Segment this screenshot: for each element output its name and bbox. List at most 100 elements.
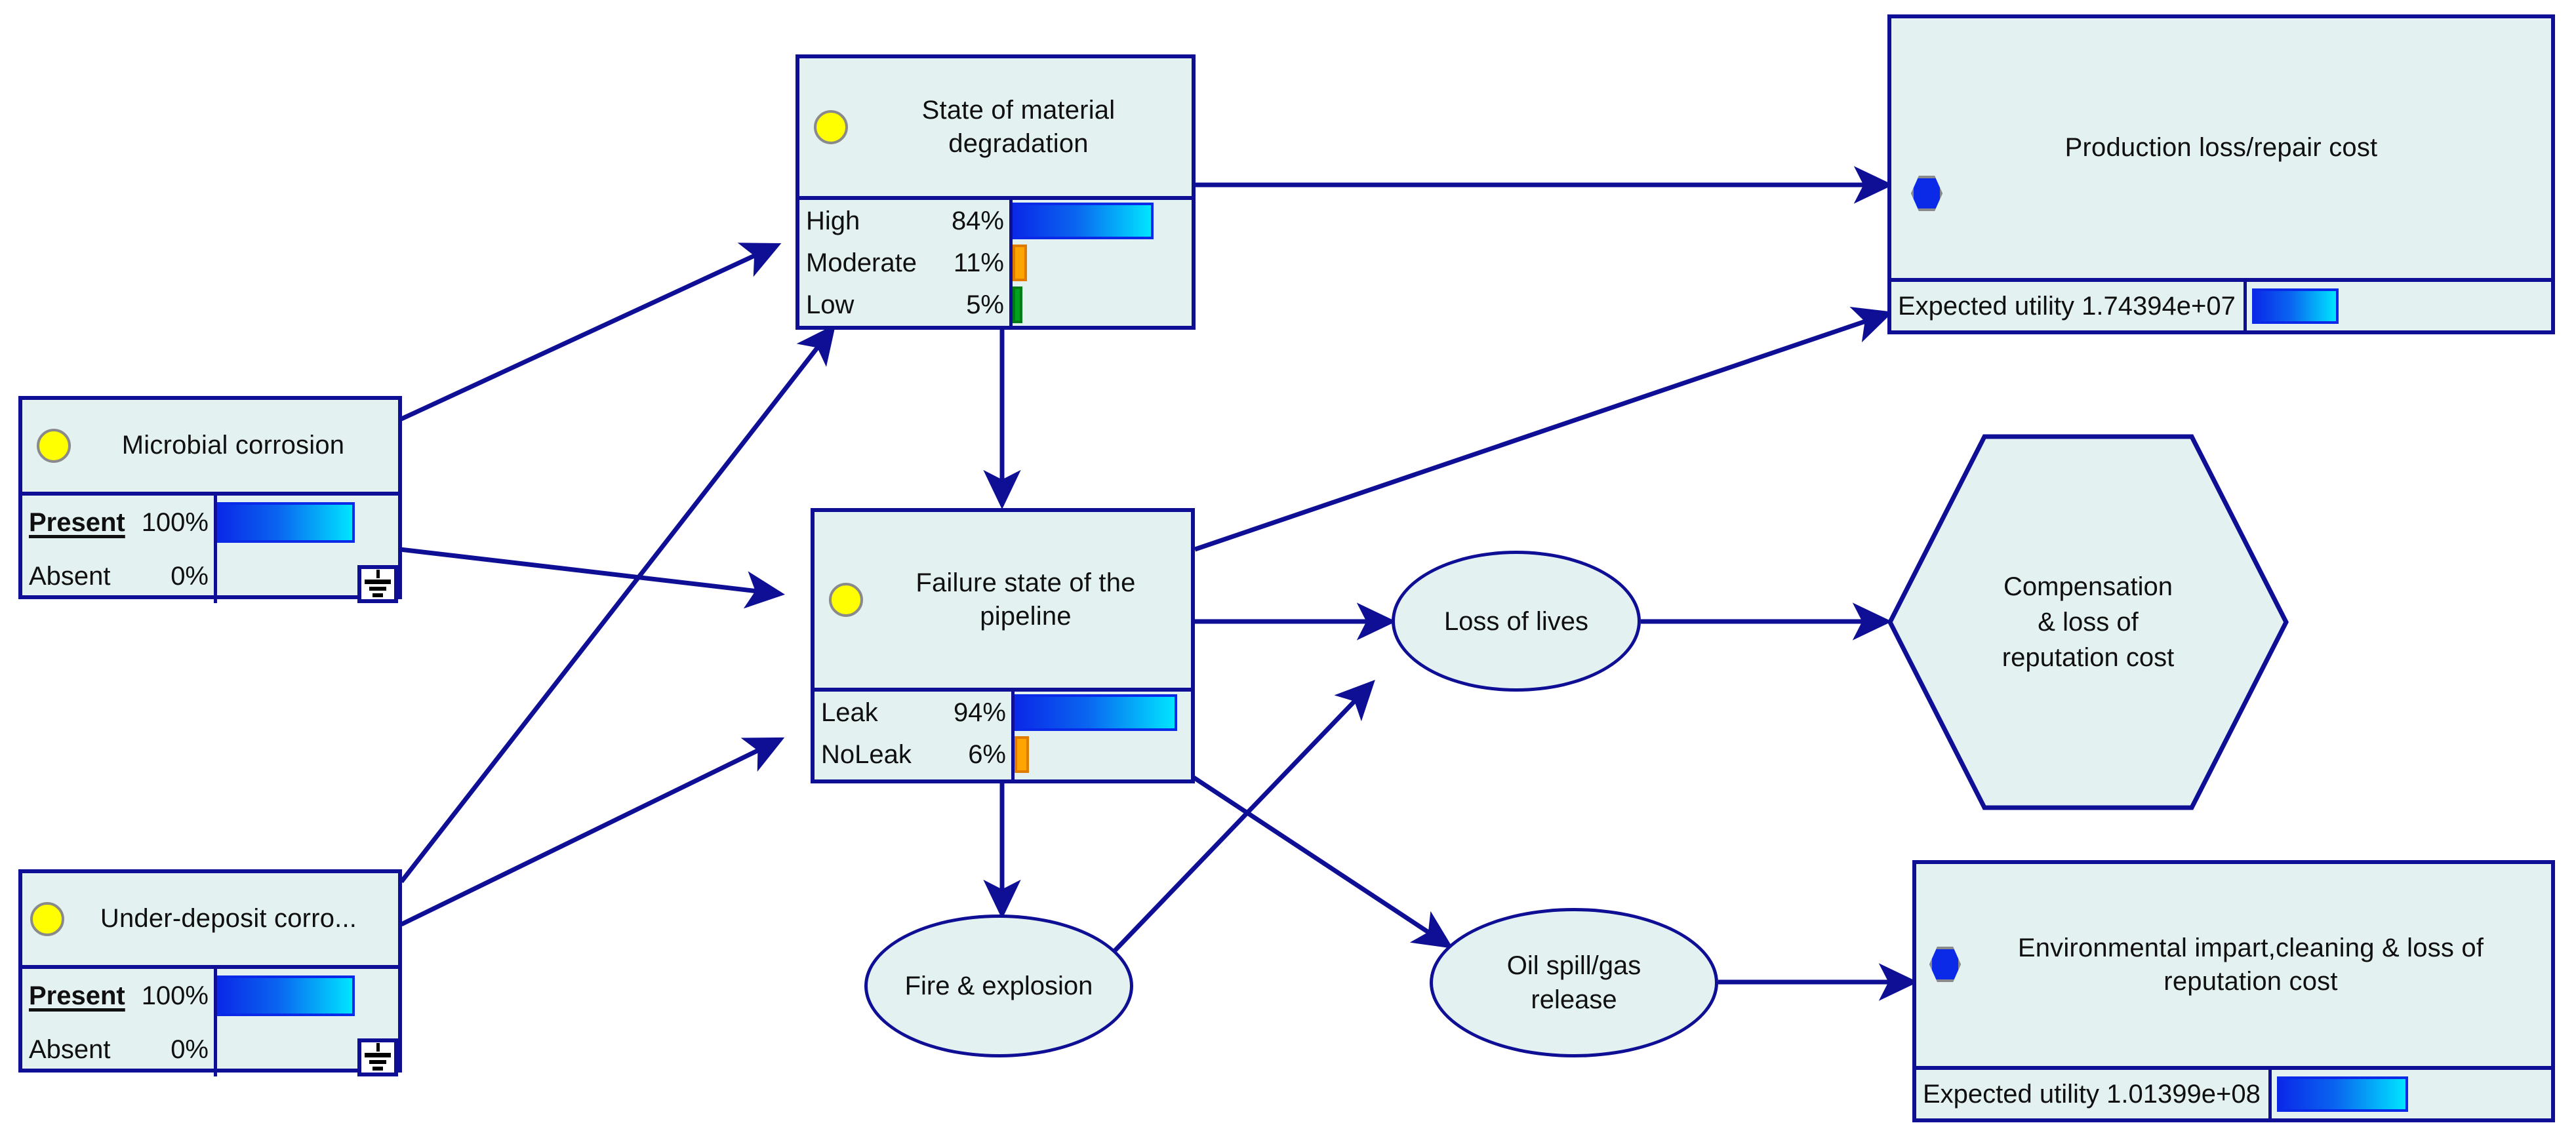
chance-node-icon [37,429,71,463]
edge-failure-to-oilspill [1184,770,1453,949]
state-label-column: Leak 94% NoLeak 6% [815,692,1015,779]
state-percent: 94% [953,698,1006,727]
state-row[interactable]: Moderate 11% [799,242,1009,284]
bar-cell [1013,200,1192,242]
node-title: Compensation & loss of reputation cost [1931,569,2245,675]
state-row[interactable]: Low 5% [799,284,1009,326]
state-row[interactable]: Leak 94% [815,692,1011,734]
node-title-line-1: Oil spill/gas [1506,951,1641,980]
node-compensation-reputation-cost[interactable]: Compensation & loss of reputation cost [1886,433,2290,812]
node-title-line-2: reputation cost [2163,967,2338,996]
edge-microbial-to-failure [399,547,785,609]
node-title: Loss of lives [1443,606,1589,636]
node-title: Failure state of the pipeline [916,568,1136,631]
probability-bar [217,975,355,1016]
expected-utility-row: Expected utility 1.01399e+08 [1916,1066,2551,1118]
state-percent: 100% [141,981,209,1010]
state-row[interactable]: Present 100% [22,496,214,549]
edge-underdeposit-to-degradation [399,324,836,884]
node-state-of-material-degradation[interactable]: State of material degradation High 84% M… [795,54,1196,330]
chance-node-icon [829,583,863,617]
state-name: High [806,206,860,235]
node-title: Production loss/repair cost [2064,133,2378,163]
node-header: Under-deposit corro... [22,873,398,965]
evidence-set-icon[interactable] [357,565,398,603]
node-failure-state-of-the-pipeline[interactable]: Failure state of the pipeline Leak 94% N… [811,508,1195,783]
edge-underdeposit-to-failure [400,737,785,927]
bar-cell [1015,692,1191,734]
bar-cell [217,496,398,549]
state-label-column: Present 100% Absent 0% [22,496,217,603]
probability-bar [1013,286,1022,323]
node-title: Under-deposit corro... [100,904,357,934]
node-header: Environmental impart,cleaning & loss of … [1916,864,2551,1066]
state-bar-column [1015,692,1191,779]
node-under-deposit-corrosion[interactable]: Under-deposit corro... Present 100% Abse… [18,869,402,1076]
node-header: Production loss/repair cost [1891,18,2551,278]
state-name: Leak [821,698,878,727]
node-title: Microbial corrosion [121,431,345,460]
state-percent: 0% [171,1034,209,1064]
node-title: State of material degradation [921,95,1116,158]
utility-bar-cell [2247,288,2551,324]
expected-utility-label: Expected utility 1.74394e+07 [1891,282,2247,330]
state-percent: 84% [951,206,1004,235]
node-title-line-2: release [1531,985,1617,1014]
state-bar-column [217,969,398,1076]
state-percent: 100% [141,507,209,537]
state-bar-column [217,496,398,603]
state-row[interactable]: Absent 0% [22,549,214,603]
state-name: Present [29,507,125,537]
probability-bar [1015,736,1029,773]
node-environmental-impact-cost[interactable]: Environmental impart,cleaning & loss of … [1912,860,2555,1122]
hexagon-shape [1887,434,2289,810]
state-label-column: High 84% Moderate 11% Low 5% [799,200,1013,326]
state-table: Leak 94% NoLeak 6% [815,688,1191,779]
utility-bar [2276,1076,2408,1112]
state-percent: 0% [171,561,209,591]
chance-node-icon [30,902,64,936]
state-table: High 84% Moderate 11% Low 5% [799,196,1192,326]
state-label-column: Present 100% Absent 0% [22,969,217,1076]
node-title: Oil spill/gas release [1507,949,1641,1017]
utility-node-icon [1929,947,1961,982]
state-row[interactable]: NoLeak 6% [815,734,1011,776]
state-percent: 6% [968,739,1006,769]
probability-bar [1013,245,1027,281]
state-table: Present 100% Absent 0% [22,965,398,1076]
node-production-loss-repair-cost[interactable]: Production loss/repair cost Expected uti… [1887,14,2555,334]
expected-utility-label: Expected utility 1.01399e+08 [1916,1070,2272,1118]
utility-node-icon [1911,176,1942,211]
bar-cell [1015,734,1191,776]
state-name: Low [806,290,855,319]
expected-utility-row: Expected utility 1.74394e+07 [1891,278,2551,330]
state-name: Absent [29,561,111,591]
node-header: State of material degradation [799,58,1192,196]
state-name: NoLeak [821,739,912,769]
state-name: Absent [29,1034,111,1064]
node-microbial-corrosion[interactable]: Microbial corrosion Present 100% Absent … [18,396,402,603]
state-percent: 5% [966,290,1004,319]
state-name: Present [29,981,125,1010]
bar-cell [1013,284,1192,326]
state-row[interactable]: High 84% [799,200,1009,242]
state-bar-column [1013,200,1192,326]
node-fire-and-explosion[interactable]: Fire & explosion [864,915,1133,1057]
node-header: Failure state of the pipeline [815,512,1191,688]
node-title-line-3: reputation cost [2002,643,2175,672]
node-loss-of-lives[interactable]: Loss of lives [1392,551,1641,692]
node-title-line-1: Environmental impart,cleaning & loss of [2017,933,2484,962]
node-title-line-2: & loss of [2038,608,2139,637]
state-row[interactable]: Present 100% [22,969,214,1023]
state-name: Moderate [806,248,917,277]
probability-bar [217,502,355,543]
state-row[interactable]: Absent 0% [22,1023,214,1076]
probability-bar [1013,203,1154,239]
bar-cell [1013,242,1192,284]
evidence-set-icon[interactable] [357,1038,398,1076]
utility-bar-cell [2272,1076,2551,1112]
edge-microbial-to-degradation [399,243,782,422]
node-header: Microbial corrosion [22,400,398,492]
node-oil-spill-gas-release[interactable]: Oil spill/gas release [1430,908,1718,1057]
